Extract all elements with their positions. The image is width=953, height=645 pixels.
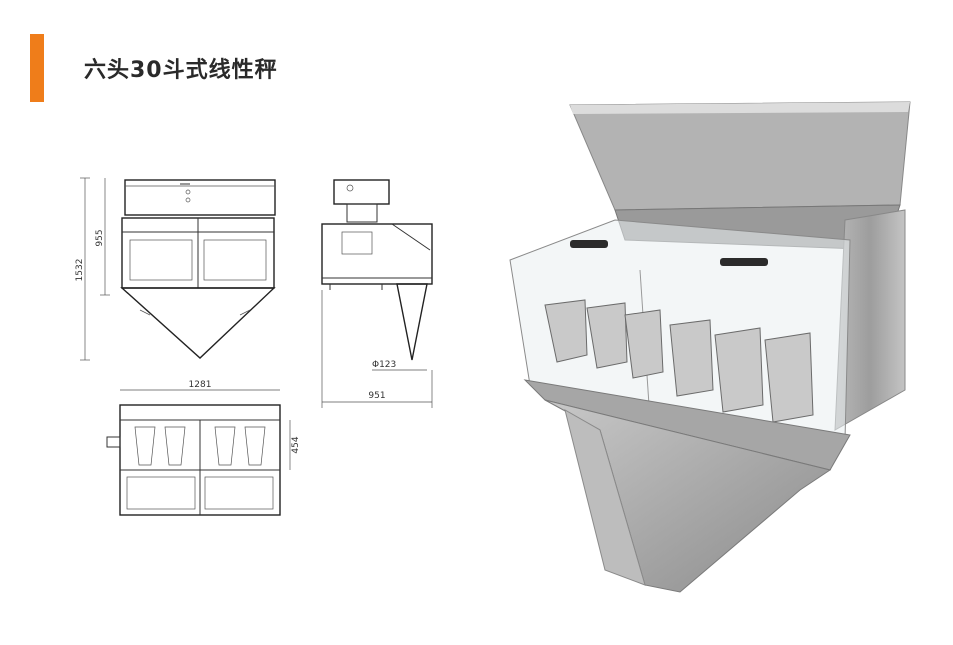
- dim-951: 951: [368, 391, 385, 401]
- dim-diameter: Φ123: [372, 360, 396, 370]
- side-view-drawing: Φ123 951: [321, 179, 433, 408]
- dim-955: 955: [95, 229, 105, 246]
- top-view-drawing: 1281 454: [106, 380, 301, 516]
- front-view-drawing: 1532 955: [75, 177, 276, 361]
- product-image: [509, 101, 911, 593]
- accent-bar: [30, 34, 44, 102]
- dim-454: 454: [291, 436, 301, 453]
- page-title: 六头30斗式线性秤: [84, 58, 278, 83]
- dim-1532: 1532: [75, 259, 85, 282]
- dim-1281: 1281: [189, 380, 212, 390]
